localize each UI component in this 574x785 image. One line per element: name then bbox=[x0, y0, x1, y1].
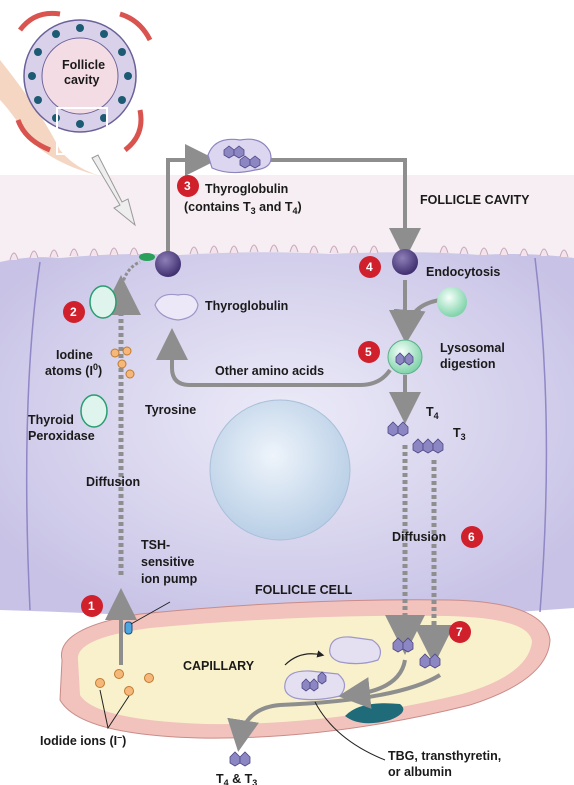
thyroglobulin-contains-label: (contains T3 and T4) bbox=[184, 200, 302, 216]
capillary-label: CAPILLARY bbox=[183, 659, 255, 673]
step-badge-1 bbox=[81, 595, 103, 617]
follicle-cavity-label: FOLLICLE CAVITY bbox=[420, 193, 530, 207]
step-number-3: 3 bbox=[184, 179, 191, 193]
step-number-7: 7 bbox=[456, 625, 463, 639]
follicle-inset bbox=[0, 10, 153, 180]
right-cell-border bbox=[534, 257, 548, 613]
endocytosis-label: Endocytosis bbox=[426, 265, 500, 279]
step-number-5: 5 bbox=[365, 345, 372, 359]
thyroglobulin-uptake-arrow bbox=[270, 158, 421, 260]
thyroglobulin-cell-label: Thyroglobulin bbox=[205, 299, 288, 313]
microvilli bbox=[9, 244, 569, 261]
tsh-label-3: ion pump bbox=[141, 572, 198, 586]
endocytosis-vesicle-left bbox=[155, 251, 181, 277]
t4-label-cell: T4 bbox=[426, 405, 439, 421]
tsh-label-1: TSH- bbox=[141, 538, 170, 552]
iodine-to-membrane-arrow bbox=[119, 260, 141, 291]
ion-pump-pointer bbox=[130, 601, 171, 625]
step-badge-5 bbox=[358, 341, 380, 363]
step-badge-7 bbox=[449, 621, 471, 643]
capillary-flow-arrow bbox=[338, 659, 407, 709]
capillary-exit-arrow bbox=[227, 673, 442, 752]
tbg-label-1: TBG, transthyretin, bbox=[388, 749, 501, 763]
digestion-hormone-b bbox=[404, 352, 414, 366]
step-number-6: 6 bbox=[468, 530, 475, 544]
lysosome bbox=[437, 287, 467, 317]
iodide-ions-label: Iodide ions (I–) bbox=[40, 732, 126, 748]
thyroglobulin-molecule-top bbox=[207, 138, 272, 174]
digestion-hormone-a bbox=[395, 352, 405, 366]
binding-curved-arrow bbox=[284, 650, 325, 666]
step-badges: 1 2 3 4 5 6 7 bbox=[63, 175, 483, 643]
digestion-label: digestion bbox=[440, 357, 496, 371]
peroxidase-label: Peroxidase bbox=[28, 429, 95, 443]
bound-hormone bbox=[301, 671, 327, 692]
membrane-peroxidase bbox=[139, 253, 155, 261]
iodine-atoms bbox=[110, 346, 135, 379]
step-badge-2 bbox=[63, 301, 85, 323]
left-cell-border bbox=[25, 261, 41, 611]
iodine-label-1: Iodine bbox=[56, 348, 93, 362]
thyroglobulin-cell bbox=[154, 293, 199, 321]
t3-molecule-cell bbox=[412, 438, 444, 454]
lysosomal-label: Lysosomal bbox=[440, 341, 505, 355]
diffusion-left-label: Diffusion bbox=[86, 475, 140, 489]
thyroid-peroxidase-bottom bbox=[80, 394, 108, 428]
ion-pump bbox=[124, 621, 133, 635]
t3-label-cell: T3 bbox=[453, 426, 466, 442]
inset-follicle-label-2: cavity bbox=[64, 73, 99, 87]
zoom-arrow bbox=[91, 154, 136, 227]
tbg-pointer bbox=[314, 701, 386, 761]
iodine-label-2: atoms (I0) bbox=[45, 362, 102, 378]
step-number-4: 4 bbox=[366, 260, 373, 274]
thyroglobulin-top-label: Thyroglobulin bbox=[205, 182, 288, 196]
thyroid-label: Thyroid bbox=[28, 413, 74, 427]
tsh-label-2: sensitive bbox=[141, 555, 195, 569]
thyroglobulin-secretion-arrow bbox=[166, 144, 217, 262]
diffusion-right-label: Diffusion bbox=[392, 530, 446, 544]
endocytosis-vesicle-right bbox=[392, 249, 418, 275]
iodide-pointer bbox=[99, 689, 130, 730]
step-badge-6 bbox=[461, 526, 483, 548]
tbg-label-2: or albumin bbox=[388, 765, 452, 779]
step-badge-3 bbox=[177, 175, 199, 197]
t3-molecule-capillary bbox=[419, 653, 441, 669]
inset-follicle-label-1: Follicle bbox=[62, 58, 105, 72]
amino-acid-recycle-arrow bbox=[156, 328, 392, 387]
t4-molecule-capillary bbox=[392, 637, 414, 653]
step-number-1: 1 bbox=[88, 599, 95, 613]
other-amino-acids-label: Other amino acids bbox=[215, 364, 324, 378]
step-badge-4 bbox=[359, 256, 381, 278]
t4t3-molecule-bottom bbox=[229, 751, 251, 767]
iodide-ions bbox=[95, 669, 154, 696]
tyrosine-label: Tyrosine bbox=[145, 403, 196, 417]
binding-protein-upper bbox=[329, 636, 382, 665]
thyroid-peroxidase-top bbox=[89, 285, 117, 319]
follicle-cell-label: FOLLICLE CELL bbox=[255, 583, 353, 597]
t4t3-bottom-label: T4 & T3 bbox=[216, 772, 257, 785]
t4-molecule-cell bbox=[387, 421, 409, 437]
nucleus bbox=[209, 399, 351, 541]
step-number-2: 2 bbox=[70, 305, 77, 319]
